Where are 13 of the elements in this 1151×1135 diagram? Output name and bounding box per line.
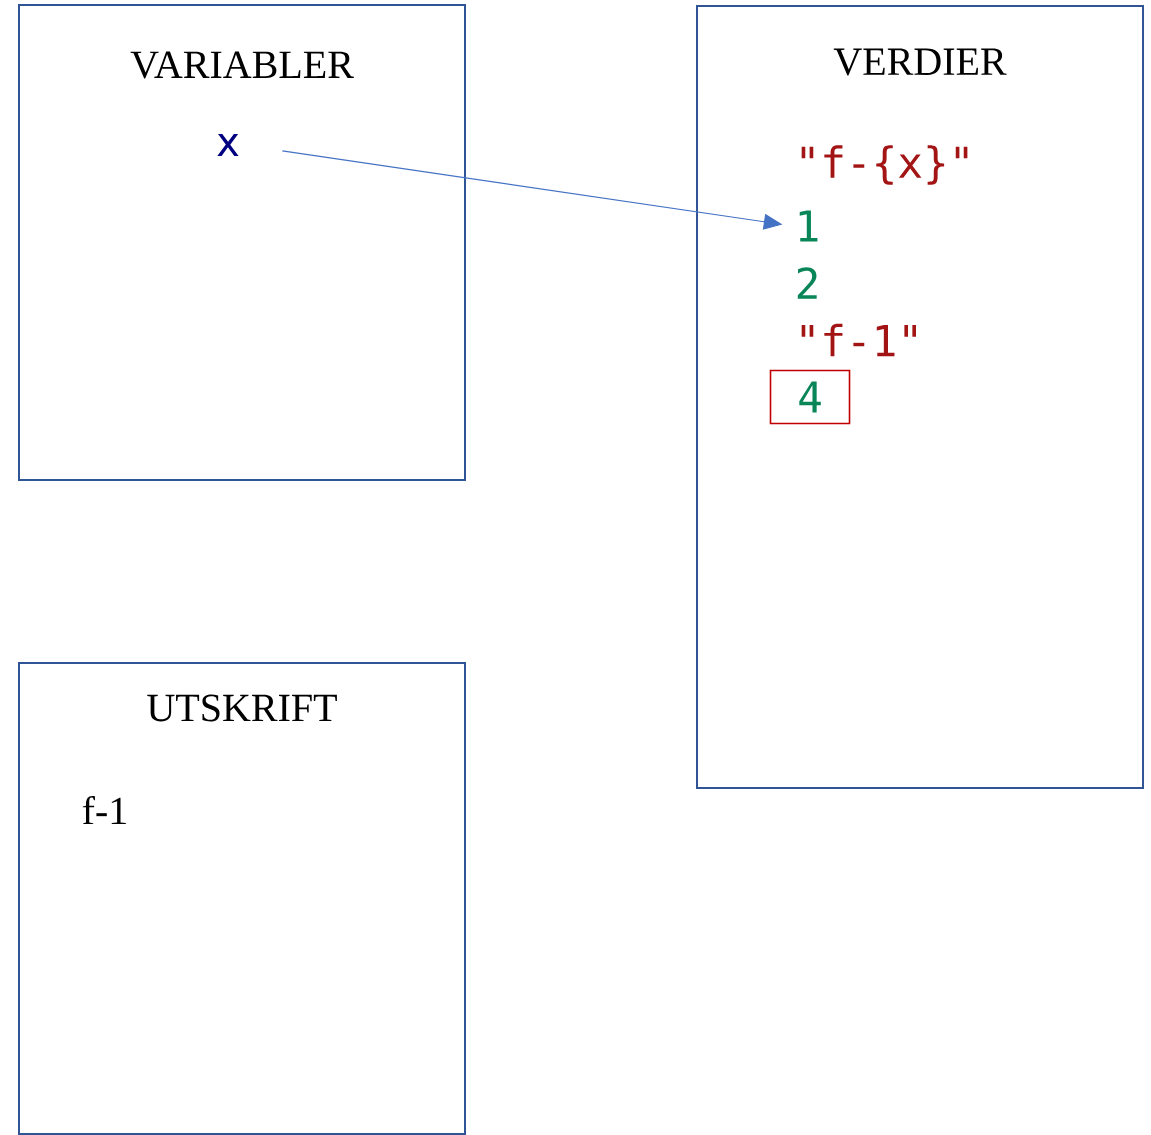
value-text: "f-1" [801, 323, 916, 357]
panel-box [696, 5, 1144, 789]
value-text: 2 [797, 267, 817, 299]
value-text: 1 [799, 210, 818, 242]
panel-box [18, 662, 466, 1135]
panel-heading: VERDIER [833, 48, 1007, 76]
value-box: 4 [769, 369, 851, 425]
panel-box [18, 4, 466, 481]
panel-heading: UTSKRIFT [147, 694, 337, 722]
panel-heading: VARIABLER [130, 51, 354, 79]
value-text: "f-{x}" [801, 145, 968, 185]
variable-name: x [217, 134, 239, 156]
output-text: f-1 [82, 795, 126, 825]
